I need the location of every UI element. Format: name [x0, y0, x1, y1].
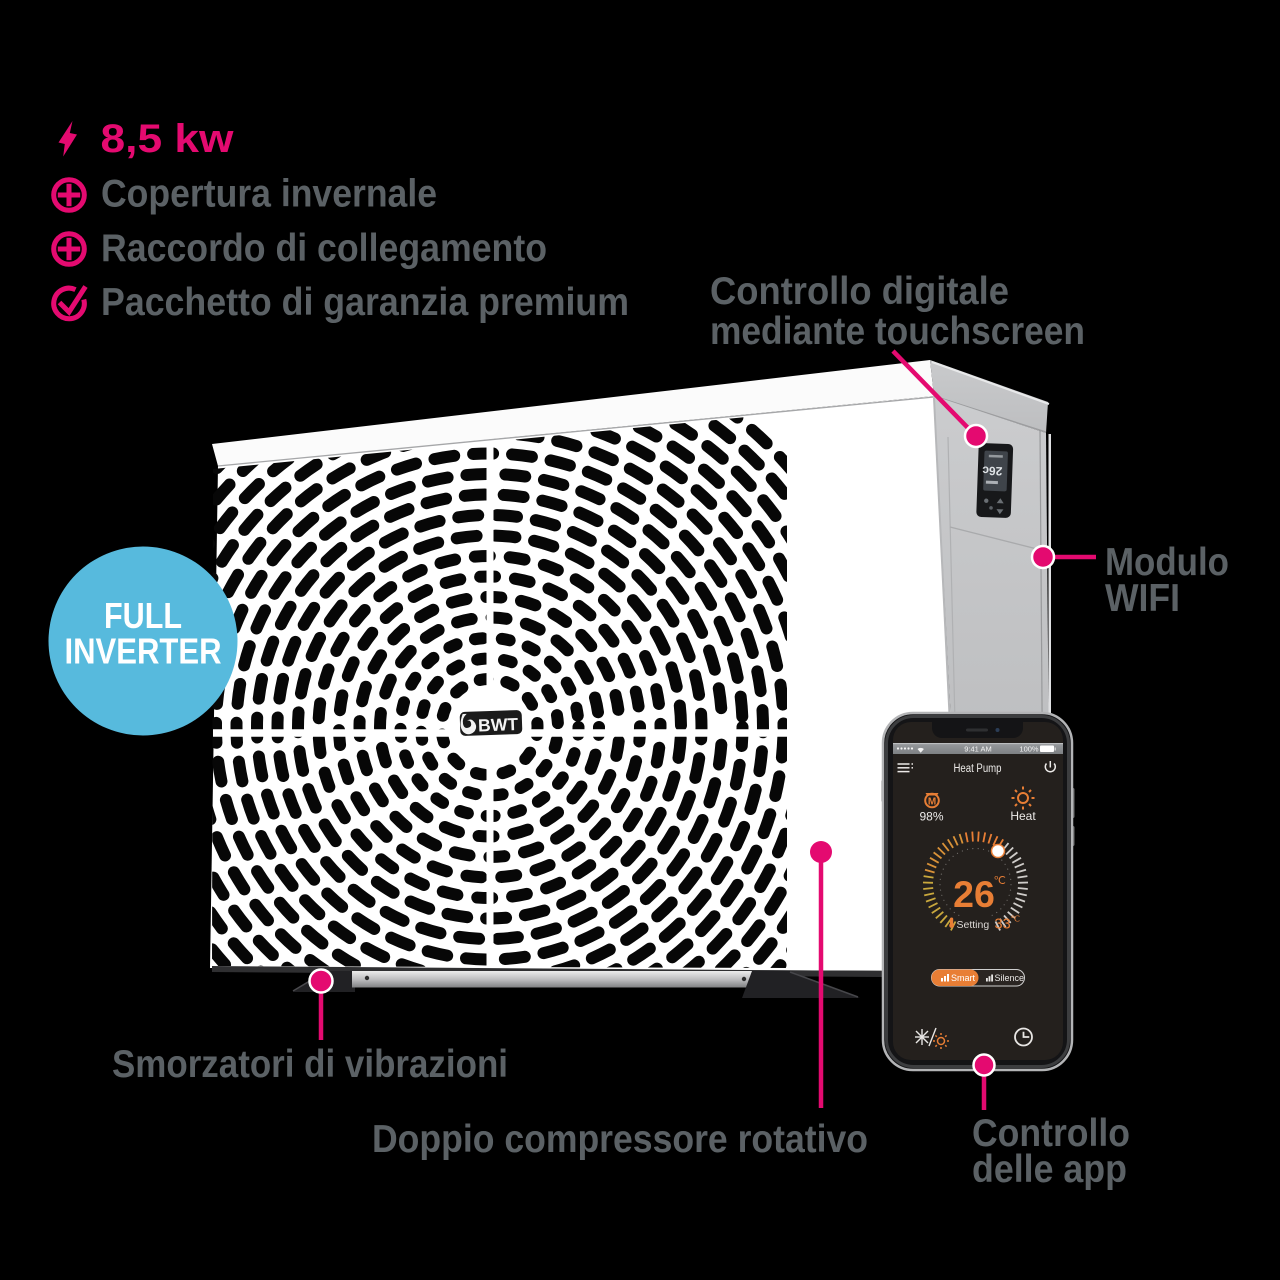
svg-text:℃: ℃: [994, 875, 1006, 887]
svg-text:Modulo: Modulo: [1105, 541, 1229, 584]
svg-text:Copertura invernale: Copertura invernale: [101, 173, 437, 216]
svg-text:Silence: Silence: [995, 973, 1025, 983]
svg-text:8,5 kw: 8,5 kw: [101, 117, 235, 161]
svg-text:℃: ℃: [1011, 914, 1021, 924]
svg-text:Heat Pump: Heat Pump: [954, 763, 1002, 775]
svg-text:26c: 26c: [982, 464, 1003, 479]
svg-text:Doppio compressore rotativo: Doppio compressore rotativo: [372, 1118, 868, 1161]
svg-text:26: 26: [953, 873, 995, 915]
svg-text:BWT: BWT: [478, 714, 519, 735]
svg-text:WIFI: WIFI: [1105, 577, 1180, 620]
svg-text:100%: 100%: [1019, 745, 1039, 754]
svg-text:9:41 AM: 9:41 AM: [964, 745, 992, 754]
svg-text:Controllo digitale: Controllo digitale: [710, 270, 1009, 313]
svg-text:Smorzatori di vibrazioni: Smorzatori di vibrazioni: [112, 1043, 508, 1086]
svg-text:33: 33: [995, 917, 1011, 933]
svg-text:mediante touchscreen: mediante touchscreen: [710, 310, 1085, 353]
svg-text:98%: 98%: [919, 810, 943, 824]
svg-text:Setting: Setting: [957, 919, 990, 931]
svg-text:Smart: Smart: [951, 973, 976, 983]
svg-text:Pacchetto di garanzia premium: Pacchetto di garanzia premium: [101, 281, 629, 324]
svg-text:delle app: delle app: [972, 1148, 1127, 1191]
svg-text:FULL: FULL: [104, 595, 182, 636]
svg-text:Heat: Heat: [1010, 809, 1036, 823]
svg-text:M: M: [928, 797, 936, 808]
svg-text:INVERTER: INVERTER: [65, 631, 222, 672]
svg-text:Controllo: Controllo: [972, 1112, 1130, 1155]
svg-text:Raccordo di collegamento: Raccordo di collegamento: [101, 227, 547, 270]
